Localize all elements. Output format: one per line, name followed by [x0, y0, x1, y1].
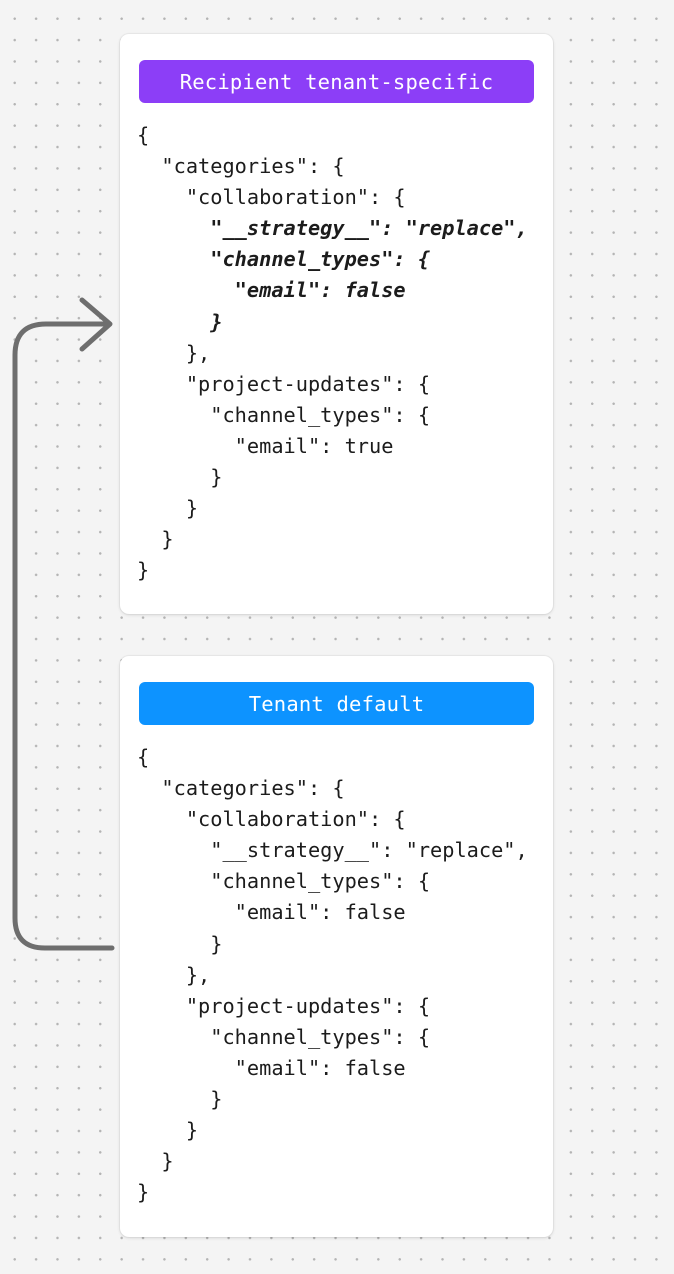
code-line: "collaboration": { — [137, 185, 406, 210]
code-line: "email": false — [137, 278, 406, 303]
code-line: } — [137, 309, 223, 334]
code-line: } — [137, 1149, 174, 1174]
override-arrow-head-icon — [79, 297, 113, 352]
code-line: } — [137, 1180, 150, 1205]
code-line: "project-updates": { — [137, 993, 431, 1018]
code-line: { — [137, 123, 150, 147]
code-line: } — [137, 931, 223, 956]
code-line: "categories": { — [137, 154, 345, 179]
code-line: "email": true — [137, 433, 394, 458]
code-line: } — [137, 1118, 199, 1143]
code-line: }, — [137, 962, 211, 987]
badge-tenant-default: Tenant default — [139, 682, 534, 725]
code-line: "collaboration": { — [137, 807, 406, 832]
code-block-tenant-default: { "categories": { "collaboration": { "__… — [137, 742, 543, 1208]
code-line: "channel_types": { — [137, 869, 431, 894]
code-line: "__strategy__": "replace", — [137, 216, 528, 241]
code-line: "email": false — [137, 900, 406, 925]
code-block-recipient-tenant-specific: { "categories": { "collaboration": { "__… — [137, 120, 543, 586]
code-line: "__strategy__": "replace", — [137, 838, 528, 863]
code-line: }, — [137, 340, 211, 365]
code-line: "project-updates": { — [137, 371, 431, 396]
code-line: } — [137, 496, 199, 521]
card-recipient-tenant-specific: Recipient tenant-specific { "categories"… — [120, 34, 553, 614]
override-arrow-path — [12, 321, 115, 951]
code-line: } — [137, 465, 223, 490]
code-line: "channel_types": { — [137, 1024, 431, 1049]
code-line: { — [137, 745, 150, 769]
code-line: "channel_types": { — [137, 402, 431, 427]
code-line: } — [137, 527, 174, 552]
code-line: "categories": { — [137, 776, 345, 801]
code-line: "channel_types": { — [137, 247, 431, 272]
code-line: "email": false — [137, 1055, 406, 1080]
code-line: } — [137, 1087, 223, 1112]
card-tenant-default: Tenant default { "categories": { "collab… — [120, 656, 553, 1237]
code-line: } — [137, 558, 150, 583]
badge-recipient-tenant-specific: Recipient tenant-specific — [139, 60, 534, 103]
